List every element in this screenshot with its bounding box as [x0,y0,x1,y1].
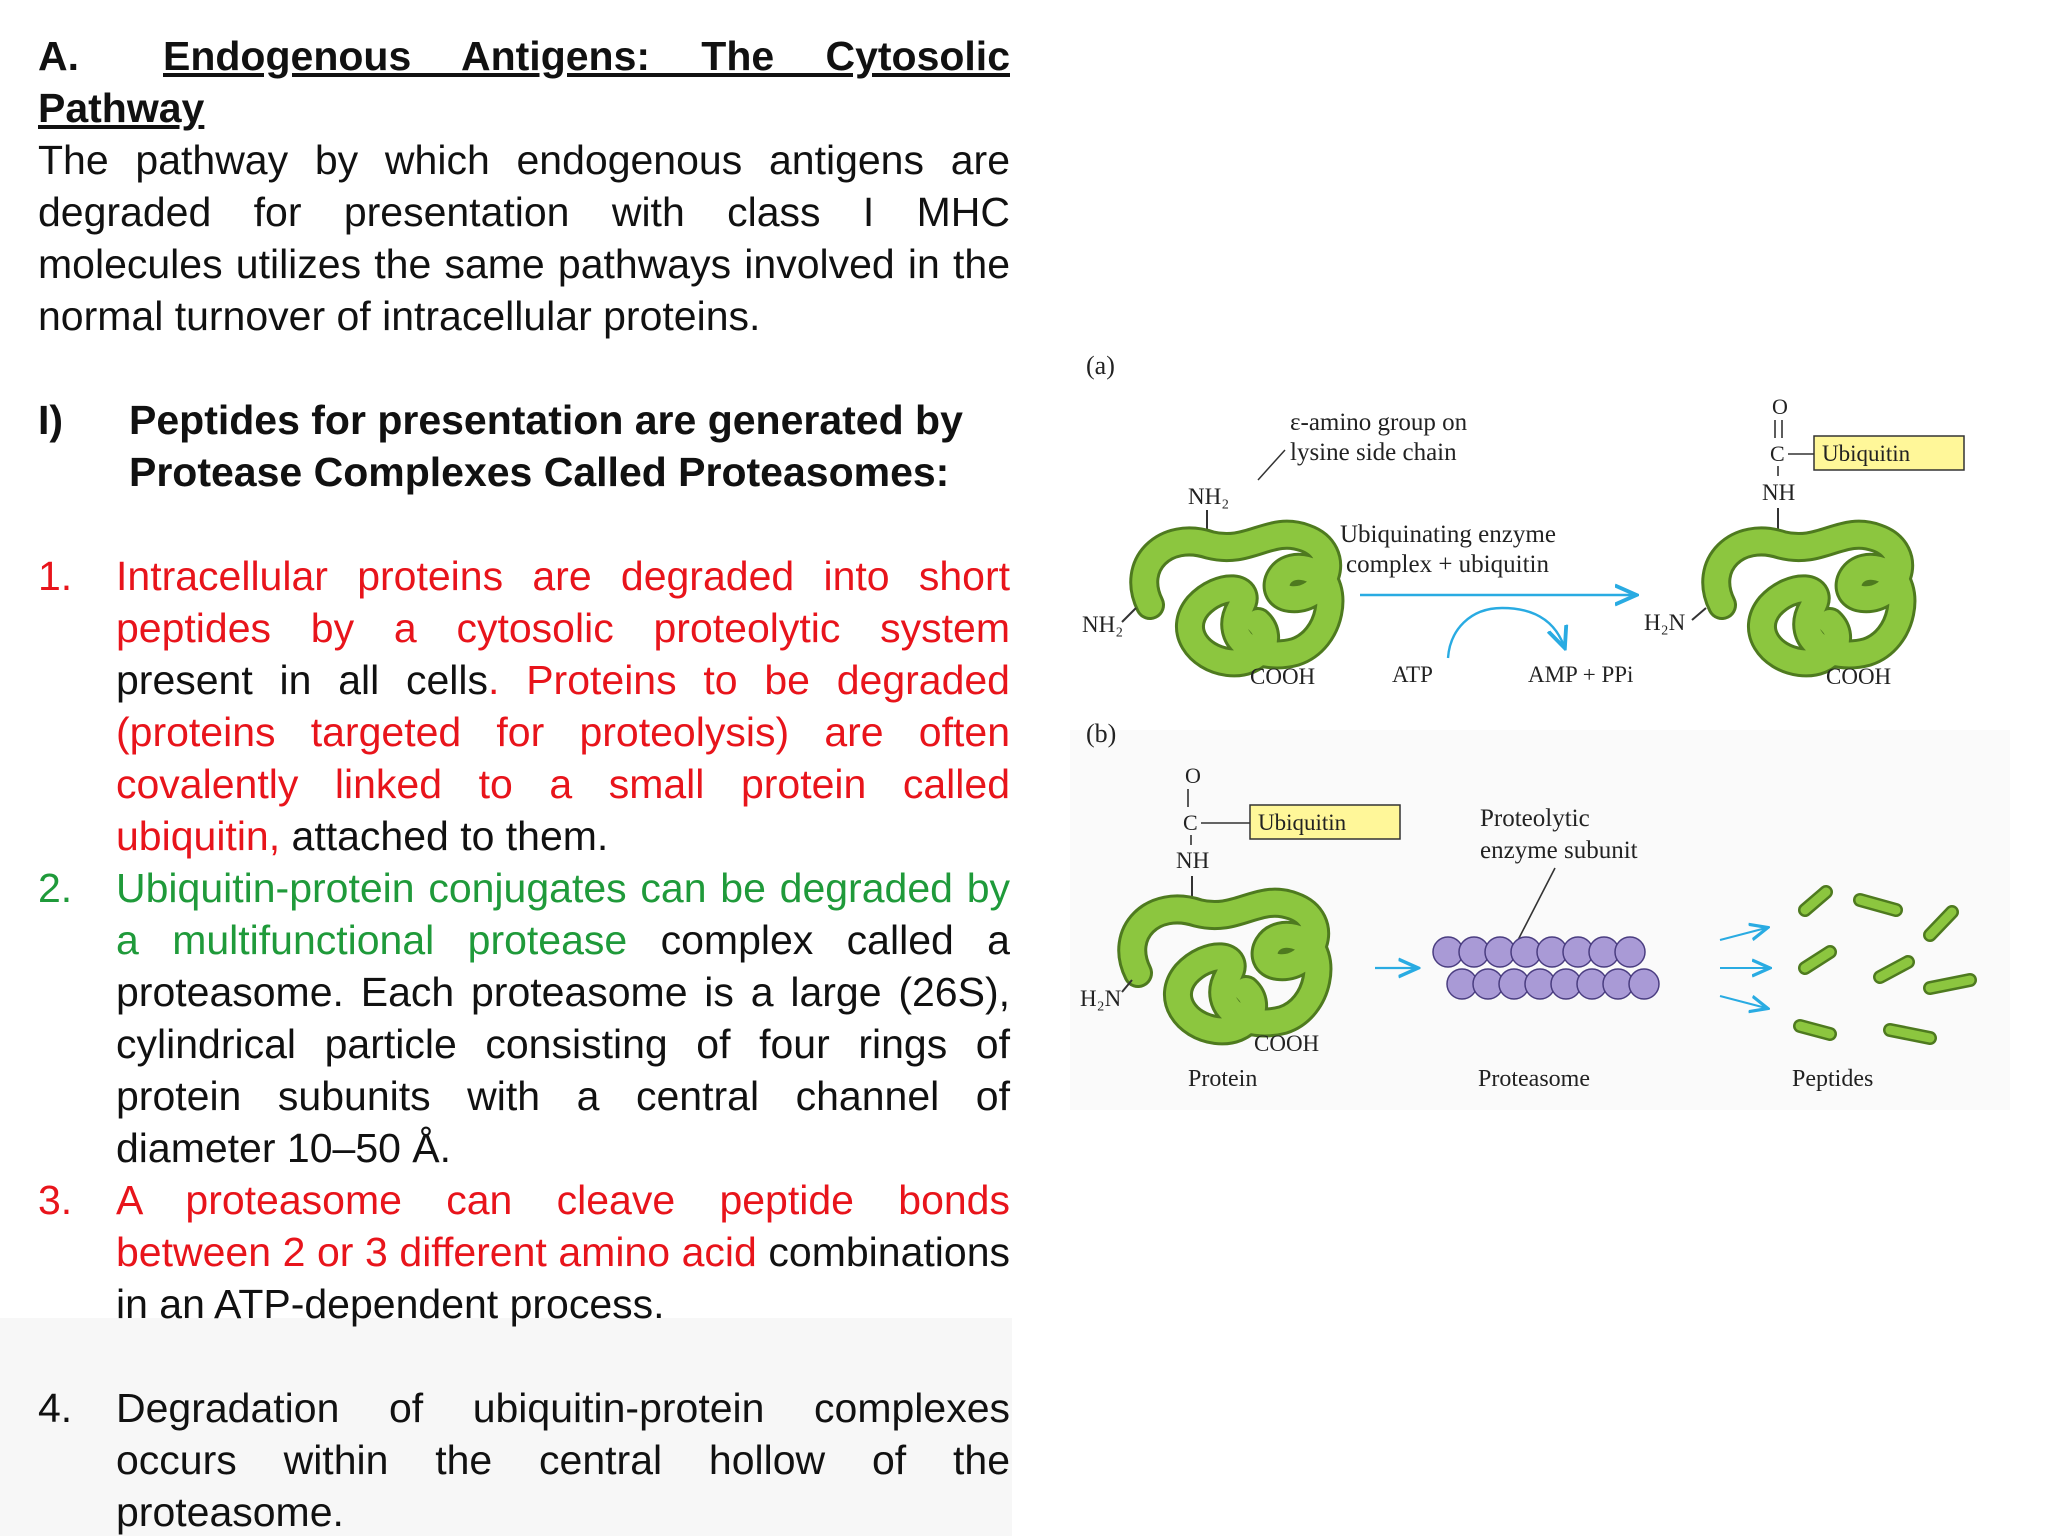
list-item: 4. Degradation of ubiquitin-protein compl… [38,1382,1010,1538]
subunit-label-line1: Proteolytic [1480,805,1590,832]
oxygen-label: O [1772,394,1788,419]
list-item-text-run: Ubiquitin-protein conjugates can be degr… [116,865,1010,963]
protein-coil-a-right [1701,519,1917,678]
lysine-pointer-line [1257,449,1286,481]
protein-coil-b [1117,887,1333,1046]
list-item-text: A proteasome can cleave peptide bonds be… [116,1174,1010,1330]
proteasome-caption: Proteasome [1478,1066,1590,1092]
nh-label-b: NH [1176,848,1209,873]
subunit-label-line2: enzyme subunit [1480,837,1638,864]
h2n-label: H₂N [1644,610,1686,635]
peptide [1925,907,1957,940]
nh-label-a: NH [1762,480,1795,505]
list-item-text: Intracellular proteins are degraded into… [116,550,1010,862]
numbered-list: 1. Intracellular proteins are degraded in… [38,550,1010,1538]
spacer [38,1330,1010,1382]
enzyme-label-line1: Ubiquinating enzyme [1340,521,1556,548]
amp-ppi-label: AMP + PPi [1528,662,1633,687]
peptide [1795,1021,1835,1039]
cooh-label-b: COOH [1254,1031,1319,1056]
ubiquitin-label-b: Ubiquitin [1258,810,1347,835]
ubiquitin-box-b [1249,804,1401,840]
list-item-text-run: Intracellular proteins are degraded into… [116,553,1010,651]
bond-line [1121,607,1137,623]
protein-caption: Protein [1188,1066,1257,1092]
spacer [38,342,1010,394]
ubiquitin-box-a [1813,435,1965,471]
h2n-label-b: H₂N [1080,986,1122,1011]
protein-coil-a-left [1129,519,1345,678]
list-item-number: 2. [38,865,73,911]
peptides-caption: Peptides [1792,1066,1873,1092]
proteasome [1432,936,1660,1000]
panel-a-label: (a) [1086,351,1115,380]
subheading-number: I) [38,397,64,443]
section-label: A. [38,33,79,79]
atp-label: ATP [1392,662,1433,687]
cooh-label: COOH [1250,664,1315,689]
subunit-pointer-line [1517,867,1556,941]
list-item-text-run: Degradation of ubiquitin-protein complex… [116,1385,1010,1535]
list-item-text: Ubiquitin-protein conjugates can be degr… [116,862,1010,1174]
proteasome-subunit [1614,936,1646,968]
list-item-number: 4. [38,1385,73,1431]
background-tint [0,1318,1012,1536]
list-item: 1. Intracellular proteins are degraded in… [38,550,1010,862]
bond-line [1691,607,1707,621]
proteasome-subunit [1628,968,1660,1000]
ubiquitin-label-a: Ubiquitin [1822,441,1911,466]
peptides [1793,885,1977,1045]
intro-paragraph: The pathway by which endogenous antigens… [38,137,1010,339]
ubiquitin-proteasome-figure: (a) ε-amino group on lysine side chain N… [1070,351,2010,1110]
subheading-text: Peptides for presentation are generated … [129,397,963,495]
peptide [1925,975,1975,993]
list-item: 3. A proteasome can cleave peptide bonds … [38,1174,1010,1330]
section-title: Endogenous Antigens: The Cytosolic Pathw… [38,33,1010,131]
list-item-text: Degradation of ubiquitin-protein complex… [116,1382,1010,1538]
text-column: A.Endogenous Antigens: The Cytosolic Pat… [38,30,1010,1538]
list-item-number: 1. [38,553,73,599]
enzyme-label-line2: complex + ubiquitin [1346,551,1549,578]
peptide-arrow-1 [1719,928,1766,940]
peptide [1800,947,1835,973]
list-item-text-run: attached to them. [280,813,609,859]
atp-amp-arrow [1446,606,1564,659]
nh2-left-label: NH₂ [1082,612,1123,637]
list-item-text-run: A proteasome can cleave peptide bonds be… [116,1177,1010,1275]
peptide [1855,895,1901,915]
carbon-label-b: C [1183,810,1198,835]
section-heading: A.Endogenous Antigens: The Cytosolic Pat… [38,30,1010,134]
lysine-label-line2: lysine side chain [1290,439,1457,466]
peptide [1875,957,1913,982]
spacer [38,498,1010,550]
lysine-label-line1: ε-amino group on [1290,409,1468,436]
list-item: 2. Ubiquitin-protein conjugates can be de… [38,862,1010,1174]
list-item-text-run: present in all cells [116,657,489,703]
list-item-text-run: combinations in an ATP-dependent process… [116,1229,1010,1327]
peptide [1885,1025,1935,1043]
list-item-text-run: . Proteins to be degraded (proteins targ… [116,657,1010,859]
subheading: I) Peptides for presentation are generat… [38,394,1010,498]
list-item-number: 3. [38,1177,73,1223]
panel-b-label: (b) [1086,719,1116,748]
list-item-text-run: complex called a proteasome. Each protea… [116,917,1010,1171]
peptide [1800,887,1831,915]
peptide-arrow-3 [1719,996,1766,1008]
cooh-right-label: COOH [1826,664,1891,689]
carbon-label: C [1770,441,1785,466]
nh2-top-label: NH₂ [1188,484,1229,509]
oxygen-label-b: O [1185,763,1201,788]
bond-line [1121,979,1133,993]
